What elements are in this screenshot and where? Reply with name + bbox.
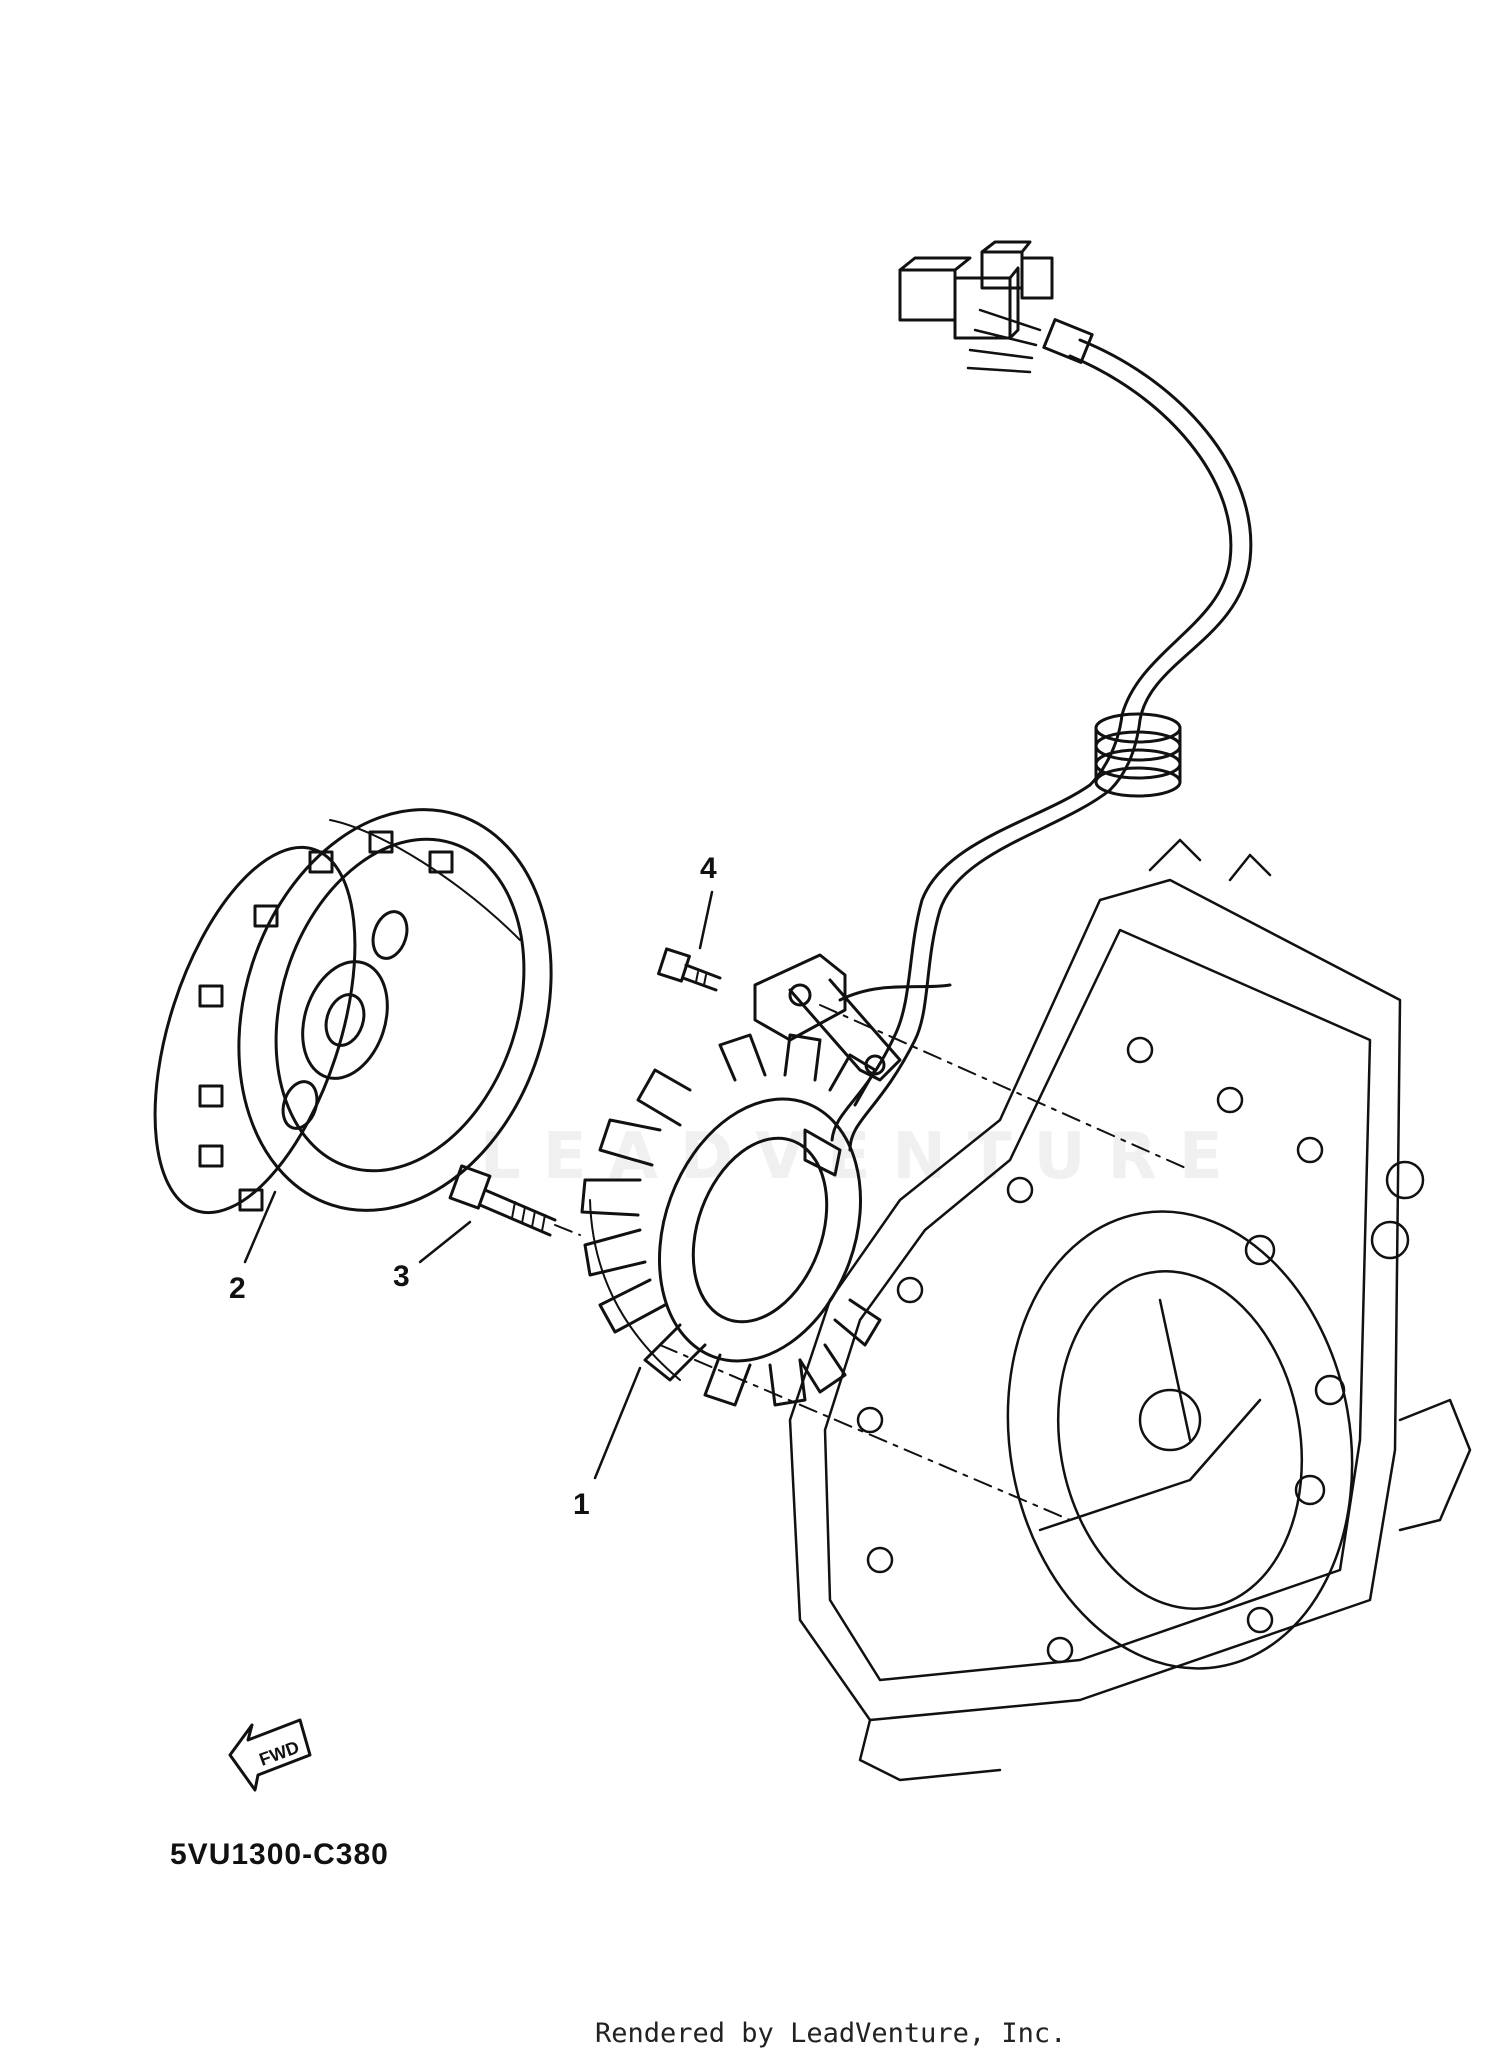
alignment-lines (554, 1004, 1191, 1521)
stator-poles (580, 1033, 882, 1407)
fwd-label: FWD (257, 1737, 302, 1770)
wire-harness (830, 240, 1253, 1152)
grommet (1094, 712, 1182, 798)
callout-1: 1 (573, 1488, 590, 1521)
rotor-magnets (198, 830, 454, 1212)
connector-small (980, 240, 1054, 300)
crankcase (788, 838, 1472, 1782)
leader-lines (243, 890, 714, 1480)
screw (657, 947, 722, 992)
stator (580, 1033, 882, 1407)
callout-4: 4 (700, 852, 717, 885)
connector-large (898, 256, 1020, 340)
bolt (448, 1164, 557, 1237)
callout-2: 2 (229, 1272, 246, 1305)
watermark-text: LEADVENTURE (480, 1120, 1245, 1194)
diagram-code: 5VU1300-C380 (170, 1838, 389, 1871)
rotor-flywheel (153, 808, 553, 1215)
fwd-arrow-icon: FWD (228, 1718, 312, 1792)
callout-3: 3 (393, 1260, 410, 1293)
pickup-coil-bracket (753, 953, 952, 1082)
footer-credit: Rendered by LeadVenture, Inc. (595, 2018, 1067, 2049)
